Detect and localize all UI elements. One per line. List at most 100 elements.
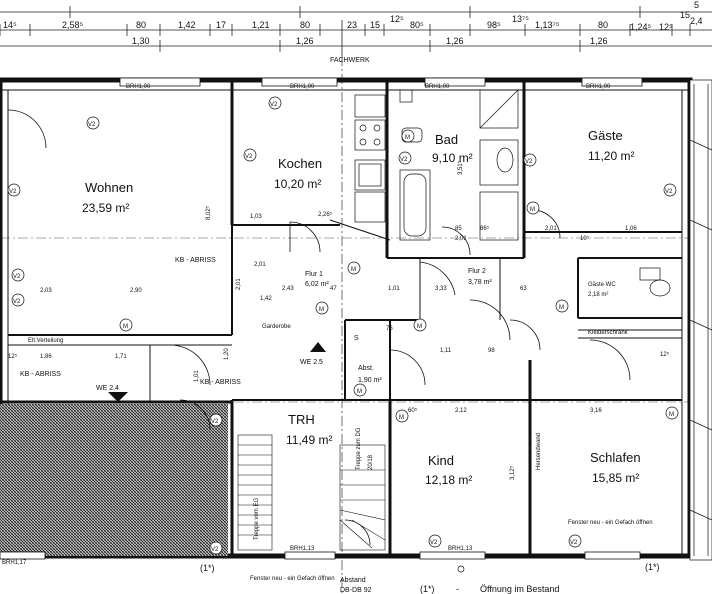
misc-labels: KB - ABRISS KB - ABRISS KB - ABRISS Gard… <box>20 257 653 594</box>
dim-label: 60⁵ <box>408 407 418 414</box>
dim-label: 98⁵ <box>487 20 501 30</box>
hatched-area <box>0 404 228 556</box>
dim-label: 10⁵ <box>580 235 590 242</box>
windows <box>0 77 643 560</box>
dim-label: 2,01 <box>254 262 266 268</box>
room-area-trh: 11,49 m² <box>286 433 332 447</box>
room-name-flur1: Flur 1 <box>305 271 323 278</box>
v2-marker: V2 <box>270 102 278 108</box>
dim-label: 1,42 <box>178 20 196 30</box>
v2-marker: V2 <box>400 157 408 163</box>
v2-marker: V2 <box>525 159 533 165</box>
room-name-kind: Kind <box>428 453 454 468</box>
dim-label: 85 <box>455 226 462 232</box>
m-marker: M <box>351 267 356 273</box>
dim-label: 76 <box>386 326 393 332</box>
legend-text: Öffnung im Bestand <box>480 584 559 594</box>
dim-label: 1,26 <box>296 36 314 46</box>
bathroom-fixtures <box>399 89 671 297</box>
v2-marker: V2 <box>665 189 673 195</box>
room-area-wohnen: 23,59 m² <box>82 201 129 215</box>
kb-abriss-label: KB - ABRISS <box>20 371 61 378</box>
dim-label: 14⁵ <box>3 20 17 30</box>
stairs <box>237 434 386 551</box>
dim-label: 2,12 <box>455 408 467 414</box>
brh-label: BRH1,00 <box>586 84 611 90</box>
dim-label: 98 <box>488 348 495 354</box>
legend-dash: - <box>456 584 459 594</box>
dim-label: 86⁵ <box>480 225 490 232</box>
dim-label: 1,13⁷⁵ <box>535 20 560 30</box>
dim-label: 63 <box>520 286 527 292</box>
dim-label: 2,01 <box>455 236 467 242</box>
v2-marker: V2 <box>13 299 21 305</box>
kb-abriss-label: KB - ABRISS <box>200 379 241 386</box>
we25-label: WE 2.5 <box>300 359 323 366</box>
dim-label: 2,58⁵ <box>62 20 84 30</box>
dim-label: 12⁵ <box>390 14 404 24</box>
dim-label: 12⁵ <box>659 22 673 32</box>
opening-marker: (1*) <box>645 562 660 572</box>
stair-ratio-label: 20/18 <box>368 454 374 470</box>
brh-labels: BRH1,00 BRH1,00 BRH1,00 BRH1,00 BRH1,17 … <box>2 84 611 566</box>
dim-label: 1,42 <box>260 296 272 302</box>
dim-label: 1,21 <box>252 20 270 30</box>
room-area-bad: 9,10 m² <box>432 151 473 165</box>
dim-label: 3,16 <box>590 408 602 414</box>
we24-label: WE 2.4 <box>96 385 119 392</box>
dim-label: 3,33 <box>435 286 447 292</box>
garderobe-label: Garderobe <box>262 324 291 330</box>
dim-label: 1,24⁵ <box>630 22 652 32</box>
v2-marker: V2 <box>245 154 253 160</box>
room-area-flur2: 3,78 m² <box>468 279 492 286</box>
dim-label: 3,12⁵ <box>509 465 516 480</box>
dim-label: 1,11 <box>440 348 452 354</box>
m-marker: M <box>559 305 564 311</box>
v2-markers: V2 V2 V2 V2 V2 V2 V2 V2 V2 V2 V2 V2 V2 <box>7 96 677 555</box>
dim-label: 13⁷⁵ <box>512 14 529 24</box>
dim-label: 15 <box>680 10 690 20</box>
treppe-eg-label: Treppe vom EG <box>254 498 260 540</box>
dim-label: 80 <box>136 20 146 30</box>
brh-label: BRH1,00 <box>126 84 151 90</box>
we24-arrow-icon <box>108 392 128 402</box>
room-name-abst: Abst. <box>358 365 374 372</box>
axis-lines <box>0 237 712 403</box>
dim-label: 1,26 <box>590 36 608 46</box>
v2-marker: V2 <box>211 547 219 553</box>
m-marker: M <box>357 389 362 395</box>
s-label: S <box>354 335 359 342</box>
v2-marker: V2 <box>9 189 17 195</box>
small-room-labels: Flur 1 6,02 m² Flur 2 3,78 m² Gäste WC 2… <box>305 268 616 384</box>
top-dimension-labels-row2: 1,30 1,26 1,26 13⁷⁵ 1,26 5 15 <box>132 0 699 46</box>
dim-label: 5 <box>694 0 699 10</box>
brh-label: BRH1,17 <box>2 560 27 566</box>
m-marker: M <box>417 324 422 330</box>
dim-label: 2,90 <box>130 288 142 294</box>
m-marker: M <box>530 207 535 213</box>
v2-marker: V2 <box>211 419 219 425</box>
room-name-trh: TRH <box>288 412 315 427</box>
dim-label: 12⁵ <box>8 353 18 360</box>
room-name-kochen: Kochen <box>278 156 322 171</box>
dim-label: 3,51⁵ <box>457 160 464 175</box>
dim-label: 1,20 <box>224 348 230 360</box>
top-dimension-lines <box>0 6 712 56</box>
we25-arrow-icon <box>310 342 326 352</box>
m-marker: M <box>123 324 128 330</box>
v2-marker: V2 <box>430 540 438 546</box>
fenster-neu-label: Fenster neu - ein Gefach öffnen <box>250 576 335 582</box>
inner-dimension-labels: 1,03 2,26⁵ 85 86⁵ 2,01 2,01 1,06 2,03 2,… <box>8 160 670 480</box>
dim-label: 80 <box>598 20 608 30</box>
room-area-gaeste: 11,20 m² <box>588 149 634 163</box>
fenster-neu-label: Fenster neu - ein Gefach öffnen <box>568 520 653 526</box>
room-area-schlafen: 15,85 m² <box>592 471 639 485</box>
dim-label: 2,03 <box>40 288 52 294</box>
m-marker: M <box>319 307 324 313</box>
dim-label: 12⁵ <box>660 351 670 358</box>
opening-marker: (1*) <box>200 563 215 573</box>
room-labels: Wohnen 23,59 m² Kochen 10,20 m² Bad 9,10… <box>82 128 641 487</box>
room-name-bad: Bad <box>435 132 458 147</box>
dim-label: 80⁵ <box>410 20 424 30</box>
